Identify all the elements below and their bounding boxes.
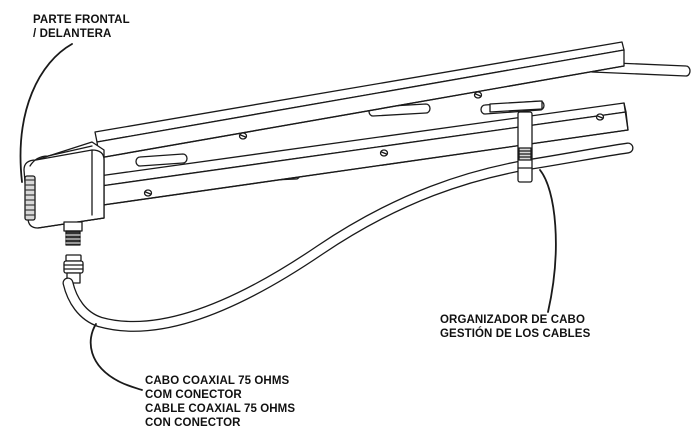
label-coax-cable: CABO COAXIAL 75 OHMS COM CONECTOR CABLE … [145,374,295,430]
label-coax-line-4: CON CONECTOR [145,417,241,429]
label-coax-line-3: CABLE COAXIAL 75 OHMS [145,403,296,415]
label-front-line-2: / DELANTERA [33,28,112,40]
label-coax-line-1: CABO COAXIAL 75 OHMS [145,375,290,387]
label-coax-line-2: COM CONECTOR [145,389,242,401]
label-front-line-1: PARTE FRONTAL [33,14,130,26]
label-front: PARTE FRONTAL / DELANTERA [33,13,130,41]
leader-front [19,43,73,183]
top-boom-screws [238,91,483,140]
front-grille-lines [25,179,35,216]
front-housing [23,141,105,229]
housing-connector [63,221,83,246]
label-cable-organizer: ORGANIZADOR DE CABO GESTIÓN DE LOS CABLE… [440,313,590,341]
leader-organizer [539,169,557,313]
label-organizer-line-2: GESTIÓN DE LOS CABLES [440,328,591,340]
bottom-boom-screws [143,113,605,197]
label-organizer-line-1: ORGANIZADOR DE CABO [440,314,586,326]
cable-organizer-clip [517,111,533,183]
coax-cable [62,142,634,332]
leader-coax [89,323,143,391]
leader-lines [19,43,557,391]
